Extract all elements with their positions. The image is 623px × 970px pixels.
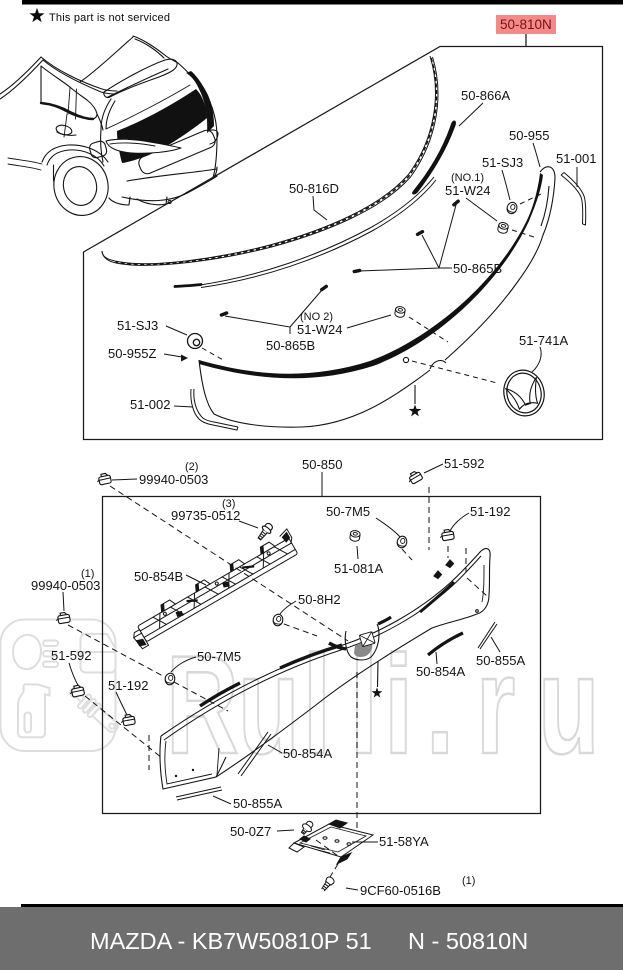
svg-text:51-SJ3: 51-SJ3 — [117, 318, 158, 333]
svg-text:u: u — [238, 627, 300, 783]
svg-text:99940-0503: 99940-0503 — [139, 472, 208, 487]
svg-text:(2): (2) — [185, 461, 198, 473]
svg-text:50-855A: 50-855A — [233, 796, 282, 811]
svg-text:51-592: 51-592 — [51, 648, 91, 663]
svg-text:51-W24: 51-W24 — [297, 322, 343, 337]
svg-text:(3): (3) — [222, 498, 235, 510]
svg-text:.: . — [426, 627, 454, 783]
svg-text:50-854A: 50-854A — [283, 746, 332, 761]
svg-text:51-58YA: 51-58YA — [379, 834, 429, 849]
svg-text:51-192: 51-192 — [108, 678, 148, 693]
svg-text:50-855A: 50-855A — [476, 653, 525, 668]
svg-text:50-854A: 50-854A — [416, 664, 465, 679]
svg-text:MAZDA - KB7W50810P 51: MAZDA - KB7W50810P 51 — [90, 928, 372, 954]
svg-text:(1): (1) — [81, 568, 94, 580]
svg-text:i: i — [384, 627, 413, 783]
svg-text:9CF60-0516B: 9CF60-0516B — [360, 883, 441, 898]
svg-text:50-955Z: 50-955Z — [108, 346, 156, 361]
svg-text:50-865B: 50-865B — [266, 338, 315, 353]
svg-text:(NO 2): (NO 2) — [300, 311, 333, 323]
svg-text:N - 50810N: N - 50810N — [408, 928, 528, 954]
svg-text:50-7M5: 50-7M5 — [326, 504, 370, 519]
svg-text:r: r — [476, 627, 515, 783]
svg-text:This part is not serviced: This part is not serviced — [49, 12, 170, 24]
svg-text:(NO.1): (NO.1) — [451, 172, 484, 184]
svg-text:50-7M5: 50-7M5 — [197, 649, 241, 664]
svg-text:(1): (1) — [462, 875, 475, 887]
svg-text:50-850: 50-850 — [302, 457, 342, 472]
svg-text:51-592: 51-592 — [444, 456, 484, 471]
svg-text:50-854B: 50-854B — [134, 569, 183, 584]
svg-text:50-866A: 50-866A — [461, 88, 510, 103]
svg-text:51-081A: 51-081A — [334, 561, 383, 576]
svg-text:50-865B: 50-865B — [453, 261, 502, 276]
svg-text:50-8H2: 50-8H2 — [298, 592, 341, 607]
svg-text:99735-0512: 99735-0512 — [171, 508, 240, 523]
svg-text:51-741A: 51-741A — [519, 333, 568, 348]
svg-text:51-002: 51-002 — [130, 397, 170, 412]
svg-text:51-192: 51-192 — [470, 504, 510, 519]
svg-text:50-816D: 50-816D — [289, 181, 339, 196]
svg-text:u: u — [538, 627, 600, 783]
svg-text:99940-0503: 99940-0503 — [31, 578, 100, 593]
svg-text:51-001: 51-001 — [556, 151, 596, 166]
svg-text:51-SJ3: 51-SJ3 — [482, 155, 523, 170]
svg-text:50-0Z7: 50-0Z7 — [230, 824, 271, 839]
svg-text:51-W24: 51-W24 — [445, 183, 491, 198]
svg-text:50-810N: 50-810N — [500, 17, 552, 32]
svg-text:50-955: 50-955 — [509, 128, 549, 143]
